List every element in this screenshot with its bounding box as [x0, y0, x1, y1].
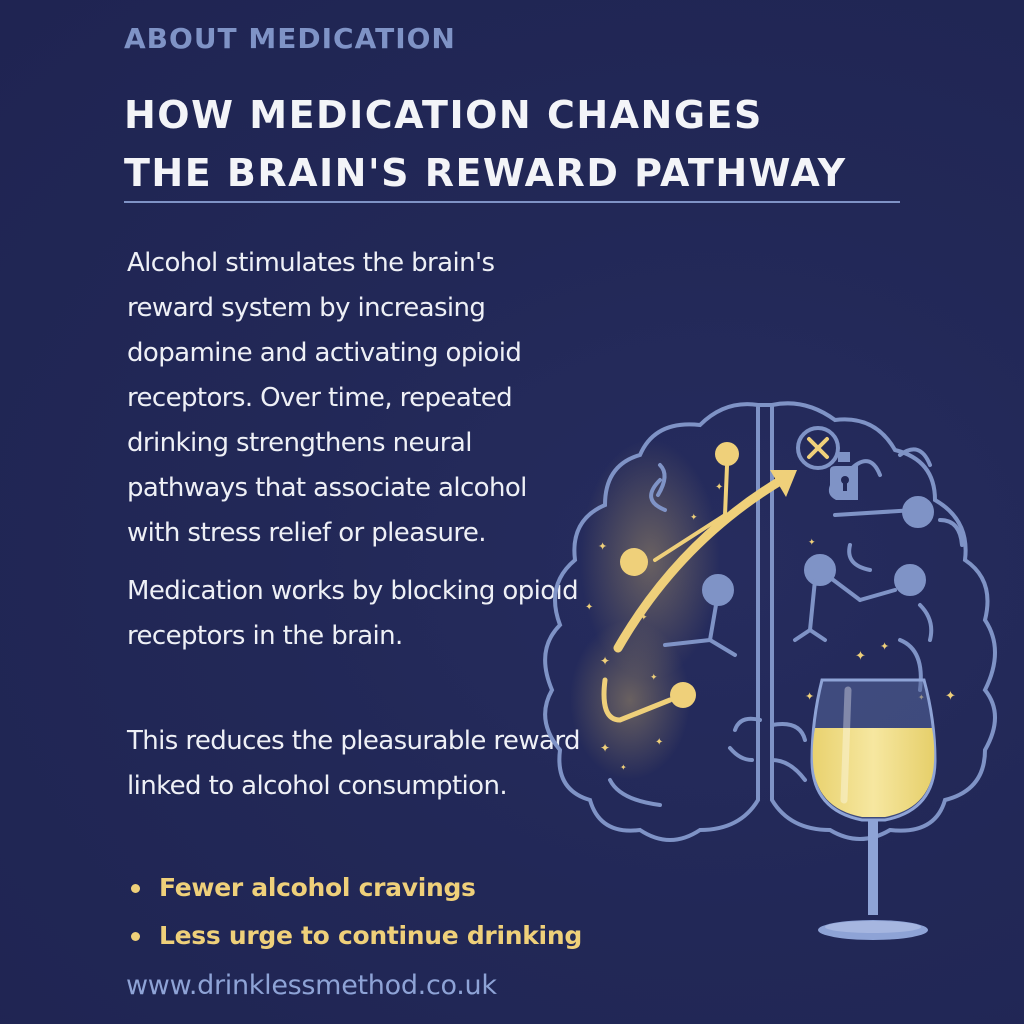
title-line-2: THE BRAIN'S REWARD PATHWAY: [124, 151, 847, 195]
page-title: HOW MEDICATION CHANGES THE BRAIN'S REWAR…: [124, 86, 944, 202]
benefit-item: Fewer alcohol cravings: [127, 864, 582, 912]
reward-glow: [580, 440, 720, 680]
benefits-list: Fewer alcohol cravings Less urge to cont…: [127, 864, 582, 960]
svg-text:✦: ✦: [620, 763, 627, 772]
paragraph-medication-mechanism: Medication works by blocking opioid rece…: [127, 576, 579, 651]
benefit-item: Less urge to continue drinking: [127, 912, 582, 960]
brain-icon: [543, 401, 997, 842]
svg-text:✦: ✦: [880, 640, 889, 653]
paragraph-alcohol-effect: Alcohol stimulates the brain's reward sy…: [127, 248, 527, 548]
benefit-label: Fewer alcohol cravings: [159, 873, 476, 902]
website-link[interactable]: www.drinklessmethod.co.uk: [126, 970, 497, 1001]
svg-text:✦: ✦: [650, 673, 658, 683]
svg-text:✦: ✦: [600, 741, 610, 755]
brain-illustration: ✦ ✦ ✦ ✦ ✦ ✦ ✦ ✦ ✦ ✦ ✦ ✦ ✦ ✦ ✦ ✦: [543, 401, 997, 940]
eyebrow-label: ABOUT MEDICATION: [124, 22, 456, 55]
title-line-1: HOW MEDICATION CHANGES: [124, 93, 763, 137]
blocked-receptor-icon: [796, 426, 840, 470]
svg-text:✦: ✦: [598, 540, 607, 553]
svg-text:✦: ✦: [640, 613, 648, 623]
lock-icon: [828, 452, 858, 500]
svg-text:✦: ✦: [690, 513, 698, 523]
wine-glass-icon: [810, 678, 937, 940]
svg-text:✦: ✦: [855, 649, 866, 664]
pathway-arrow-icon: [613, 470, 797, 653]
svg-text:✦: ✦: [808, 538, 816, 548]
svg-text:✦: ✦: [600, 654, 610, 668]
svg-text:✦: ✦: [805, 690, 814, 703]
svg-text:✦: ✦: [655, 737, 663, 748]
inactive-receptors: [663, 496, 934, 657]
svg-text:✦: ✦: [585, 602, 593, 613]
paragraph-reduced-reward: This reduces the pleasurable reward link…: [127, 726, 580, 801]
bullet-icon: [131, 883, 140, 893]
active-reward-pathway: [601, 442, 739, 723]
svg-text:✦: ✦: [715, 482, 723, 493]
benefit-label: Less urge to continue drinking: [159, 921, 582, 950]
title-divider: [124, 201, 900, 203]
svg-text:✦: ✦: [945, 689, 956, 704]
bullet-icon: [131, 931, 140, 941]
